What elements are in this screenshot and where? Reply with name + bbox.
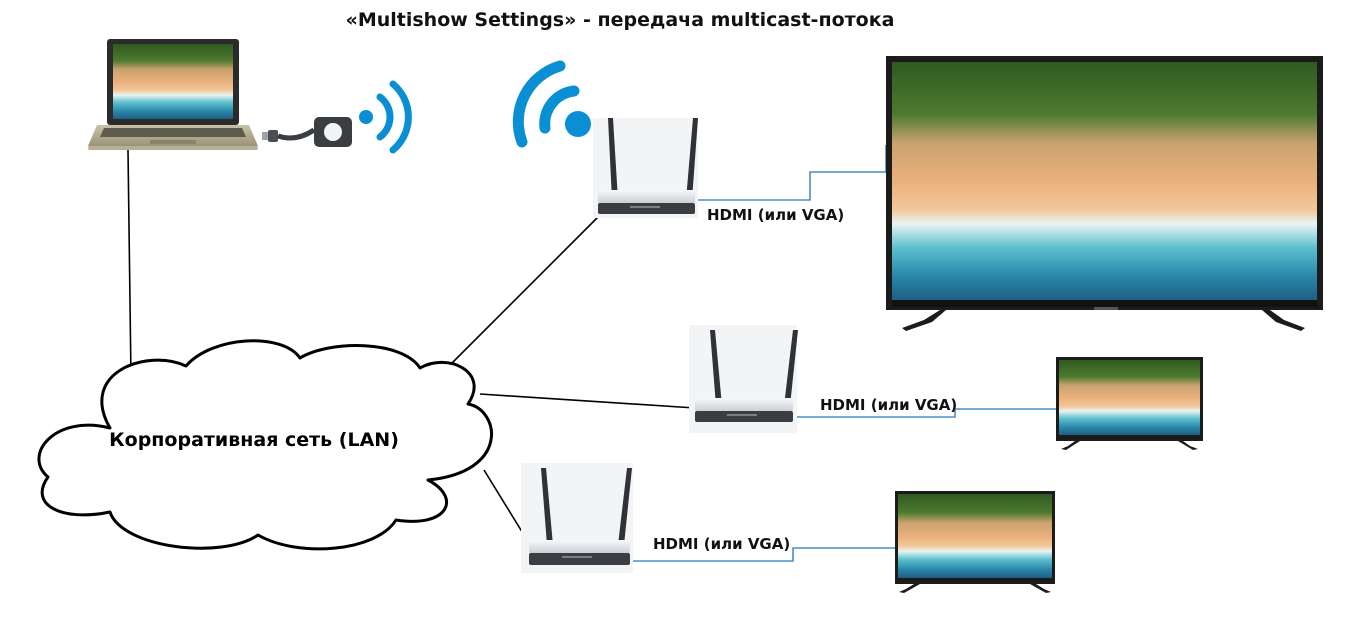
network-label: Корпоративная сеть (LAN) [109, 429, 399, 451]
router-icon [593, 118, 698, 218]
hdmi-cable-3 [632, 547, 895, 562]
hdmi-label-3: HDMI (или VGA) [653, 535, 790, 553]
hdmi-cable-2 [795, 408, 1056, 418]
wifi-icon [512, 60, 591, 148]
diagram-title: «Multishow Settings» - передача multicas… [346, 9, 895, 31]
hdmi-cable-1 [695, 145, 887, 201]
hdmi-label-1: HDMI (или VGA) [707, 206, 844, 224]
wireless-dongle-icon [262, 117, 352, 147]
hdmi-label-2: HDMI (или VGA) [820, 396, 957, 414]
laptop-network-line [127, 149, 132, 379]
cloud-icon [37, 339, 494, 551]
laptop-icon [88, 39, 258, 150]
router-icon [689, 325, 798, 433]
router-icon [521, 463, 633, 573]
tv-icon [895, 491, 1055, 593]
router-2-network-line [479, 393, 696, 409]
router-1-network-line [442, 214, 601, 373]
tv-icon [886, 56, 1323, 331]
wifi-icon [359, 80, 412, 154]
tv-icon [1056, 357, 1203, 450]
